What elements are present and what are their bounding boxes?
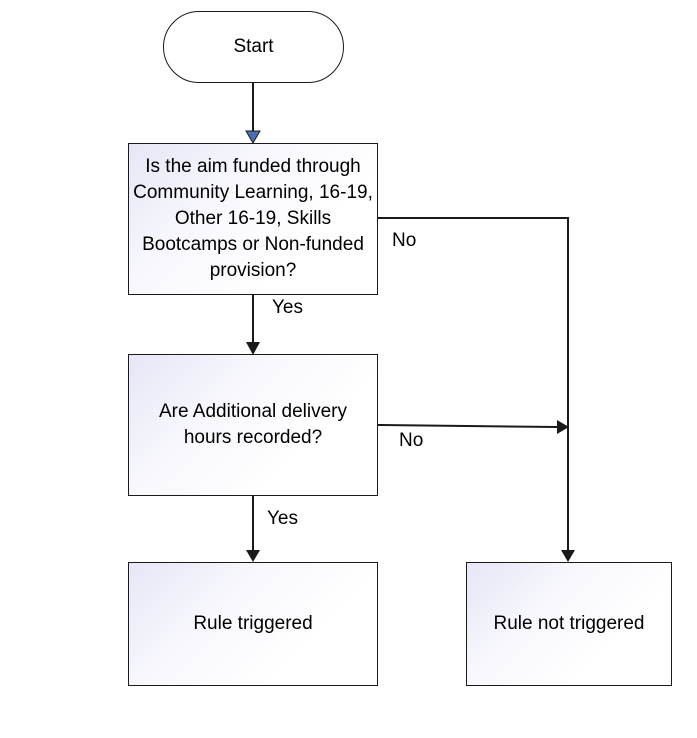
outcome-rule-triggered: Rule triggered bbox=[128, 562, 378, 686]
outcome-rule-not-triggered: Rule not triggered bbox=[466, 562, 672, 686]
edge-label-decision1-yes: Yes bbox=[272, 297, 303, 318]
connector-decision1-no bbox=[378, 217, 569, 550]
decision-node-additional-hours: Are Additional delivery hours recorded? bbox=[128, 354, 378, 496]
edge-label-decision2-no: No bbox=[399, 430, 424, 451]
start-label: Start bbox=[233, 36, 274, 57]
arrowhead-rule-not-triggered bbox=[561, 550, 575, 562]
outcome-rule-triggered-text: Rule triggered bbox=[193, 613, 313, 634]
arrowhead-junction bbox=[557, 420, 569, 434]
connector-decision2-no bbox=[377, 424, 558, 428]
outcome-rule-not-triggered-text: Rule not triggered bbox=[493, 613, 645, 634]
arrowhead-decision1 bbox=[245, 130, 261, 144]
arrowhead-decision2 bbox=[246, 342, 260, 355]
decision-additional-hours-text: Are Additional delivery hours recorded? bbox=[159, 401, 347, 448]
decision-funding-text: Is the aim funded through Community Lear… bbox=[133, 156, 373, 281]
decision-node-funding: Is the aim funded through Community Lear… bbox=[128, 143, 378, 295]
edge-label-decision2-yes: Yes bbox=[267, 508, 298, 529]
arrowhead-rule-triggered bbox=[246, 550, 260, 562]
edge-label-decision1-no: No bbox=[392, 230, 417, 251]
start-node: Start bbox=[163, 11, 344, 83]
